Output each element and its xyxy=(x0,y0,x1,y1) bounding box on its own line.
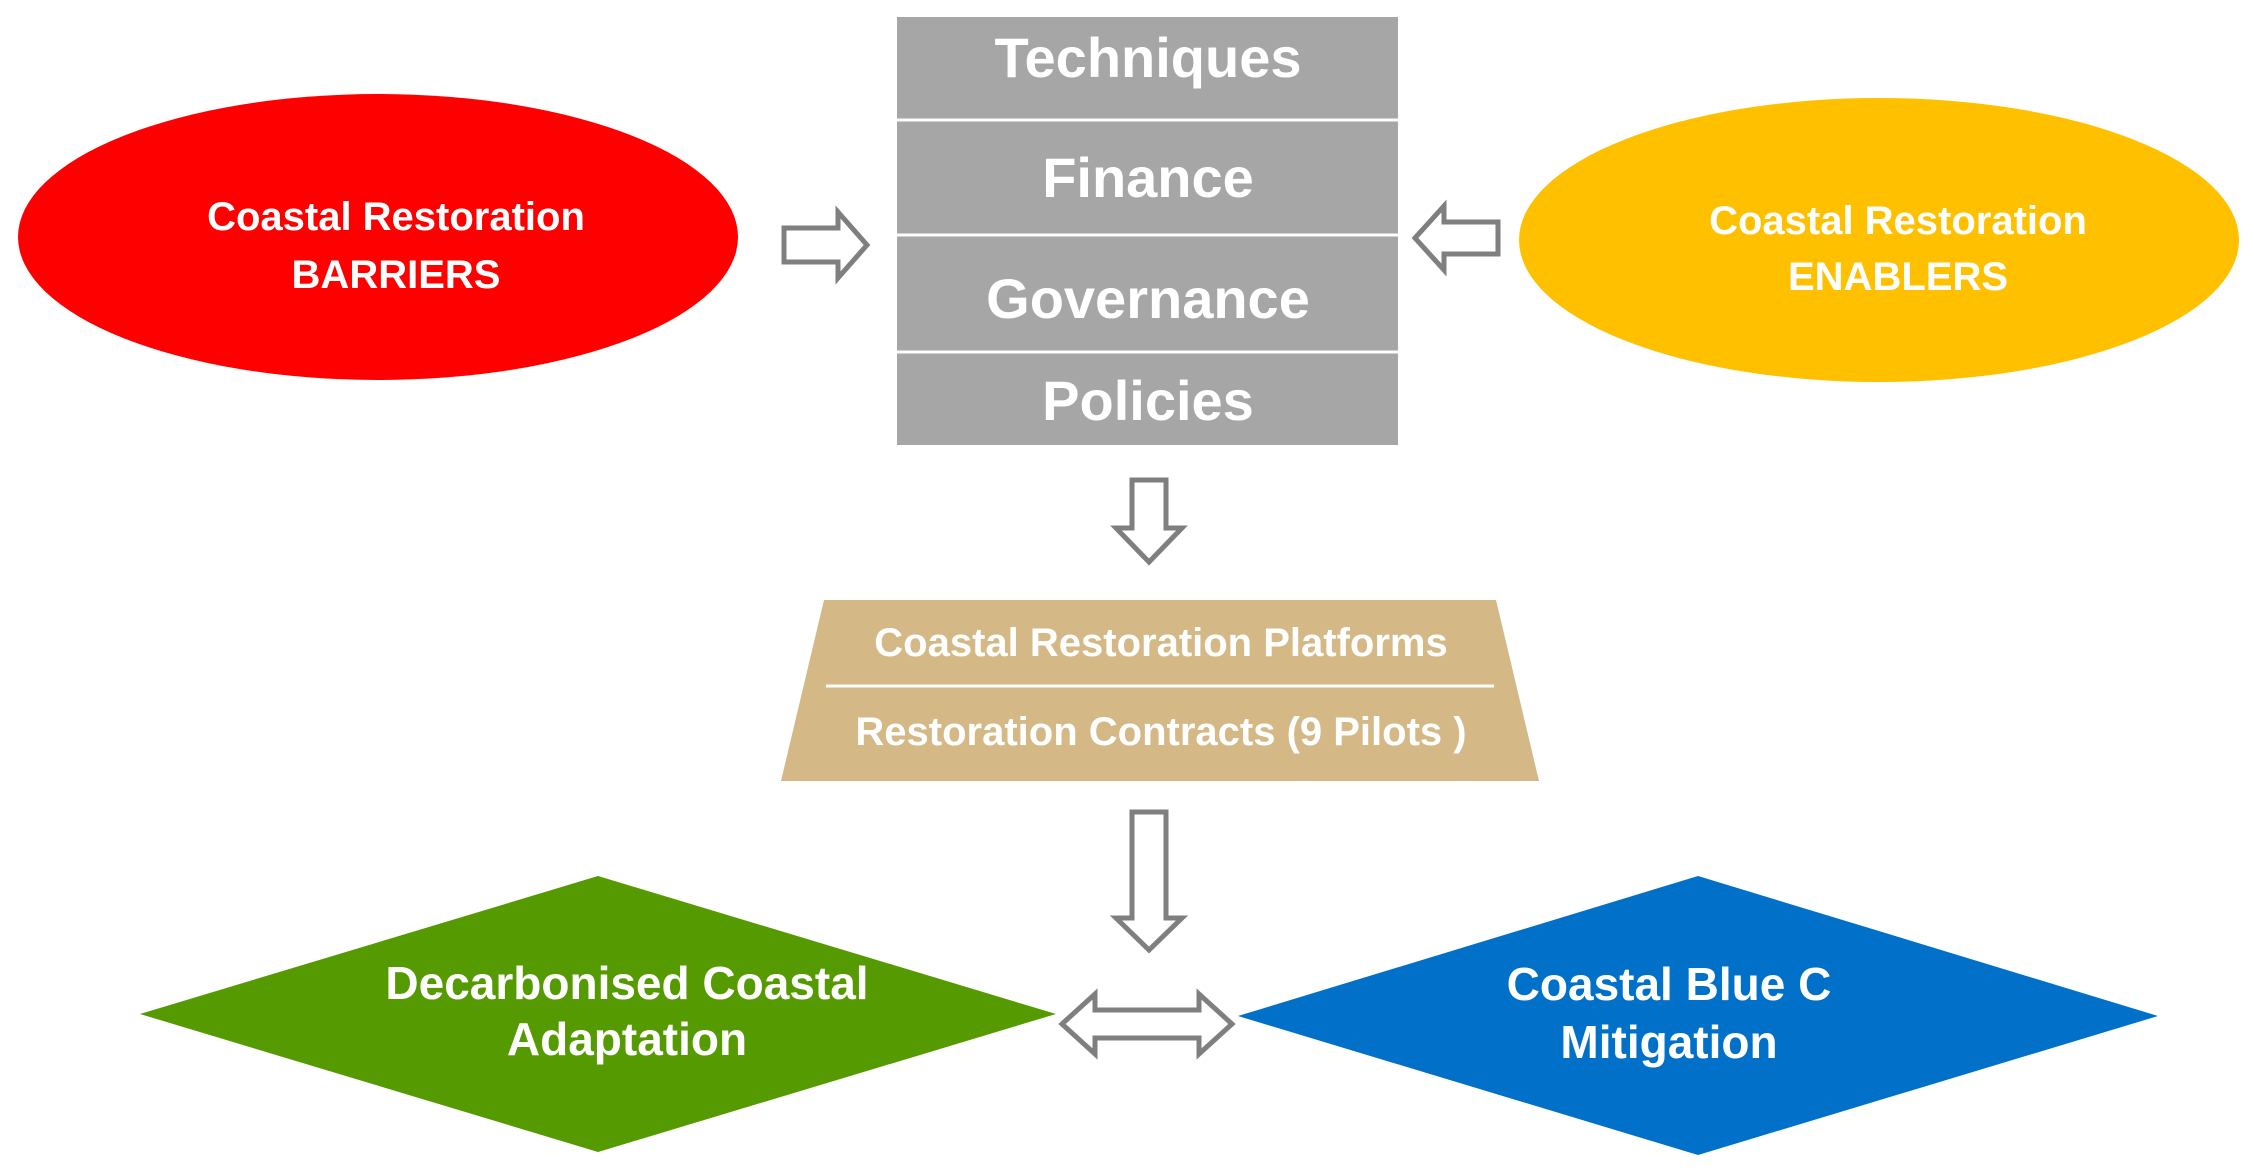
mitigation-node: Coastal Blue C Mitigation xyxy=(1238,876,2158,1155)
platforms-line1: Coastal Restoration Platforms xyxy=(874,621,1447,665)
mitigation-line2: Mitigation xyxy=(1560,1016,1777,1068)
adaptation-diamond xyxy=(140,876,1056,1152)
mitigation-diamond xyxy=(1238,876,2158,1155)
stack-item-finance: Finance xyxy=(1042,146,1254,209)
stack-item-techniques: Techniques xyxy=(994,26,1301,89)
down-arrow-icon xyxy=(1110,477,1188,566)
adaptation-node: Decarbonised Coastal Adaptation xyxy=(140,876,1056,1152)
stack-item-governance: Governance xyxy=(986,267,1310,330)
barriers-line2: BARRIERS xyxy=(292,253,501,297)
enablers-line1: Coastal Restoration xyxy=(1709,199,2087,243)
stack-item-policies: Policies xyxy=(1042,369,1254,432)
factors-stack: Techniques Finance Governance Policies xyxy=(897,17,1398,445)
platforms-trapezoid xyxy=(781,600,1539,781)
platforms-node: Coastal Restoration Platforms Restoratio… xyxy=(781,600,1539,781)
mitigation-line1: Coastal Blue C xyxy=(1507,958,1832,1010)
factors-stack-box xyxy=(897,17,1398,445)
enablers-node: Coastal Restoration ENABLERS xyxy=(1519,98,2239,382)
adaptation-line1: Decarbonised Coastal xyxy=(385,957,868,1009)
left-arrow-icon xyxy=(1411,199,1501,277)
enablers-line2: ENABLERS xyxy=(1788,255,2008,299)
barriers-node: Coastal Restoration BARRIERS xyxy=(18,94,738,380)
adaptation-line2: Adaptation xyxy=(507,1013,747,1065)
double-arrow-icon xyxy=(1058,988,1236,1060)
platforms-line2: Restoration Contracts (9 Pilots ) xyxy=(855,710,1466,754)
barriers-ellipse xyxy=(18,94,738,380)
right-arrow-icon xyxy=(781,205,871,285)
enablers-ellipse xyxy=(1519,98,2239,382)
down-arrow-icon xyxy=(1109,809,1189,954)
barriers-line1: Coastal Restoration xyxy=(207,195,585,239)
